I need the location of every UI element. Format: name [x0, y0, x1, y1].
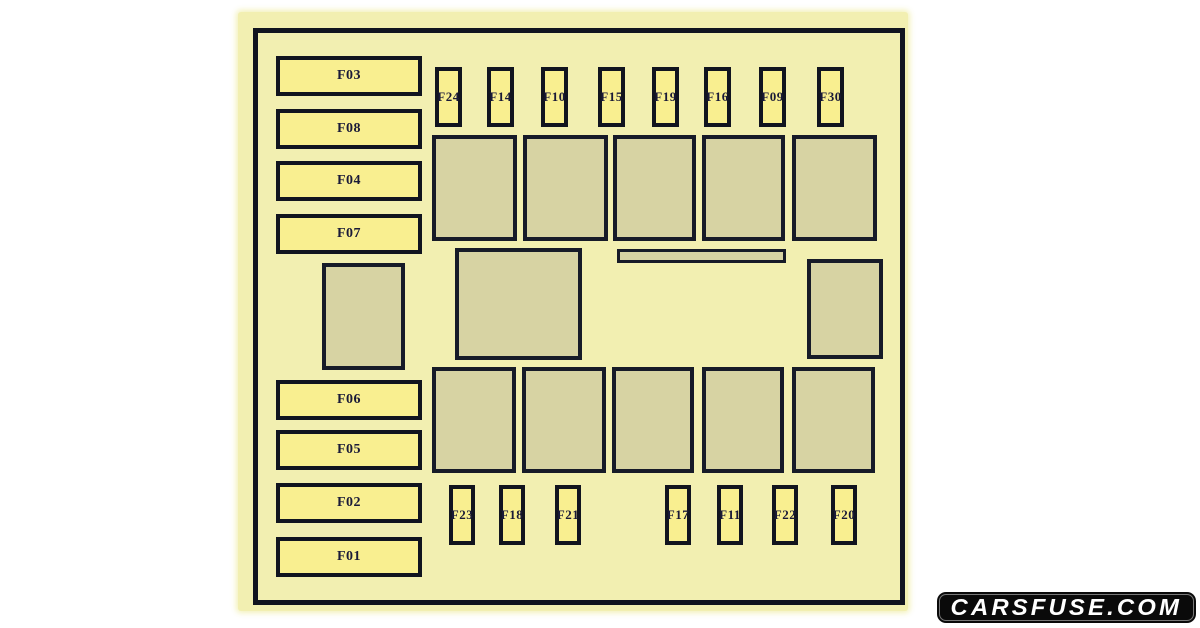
fuse-label: F07: [336, 226, 362, 241]
fuse-f20: F20: [831, 485, 857, 545]
fuse-label: F08: [336, 121, 362, 136]
fuse-f07: F07: [276, 214, 422, 254]
relay-box-top-5: [792, 135, 877, 241]
fuse-f02: F02: [276, 483, 422, 523]
relay-box-middle-large: [455, 248, 582, 360]
fuse-label: F02: [336, 495, 362, 510]
fuse-label: F05: [336, 442, 362, 457]
fuse-f05: F05: [276, 430, 422, 470]
fuse-f15: F15: [598, 67, 625, 127]
fuse-label: F20: [832, 507, 856, 522]
fuse-label: F03: [336, 68, 362, 83]
fuse-label: F01: [336, 549, 362, 564]
fuse-f18: F18: [499, 485, 525, 545]
fuse-f16: F16: [704, 67, 731, 127]
relay-box-middle-small: [322, 263, 405, 370]
fuse-f19: F19: [652, 67, 679, 127]
connector-bar: [617, 249, 786, 263]
fuse-label: F10: [543, 89, 566, 104]
fuse-f22: F22: [772, 485, 798, 545]
relay-box-top-2: [523, 135, 608, 241]
fuse-f10: F10: [541, 67, 568, 127]
fuse-label: F17: [666, 507, 690, 522]
fuse-label: F24: [437, 89, 460, 104]
relay-box-middle-right: [807, 259, 883, 359]
relay-box-top-4: [702, 135, 785, 241]
fuse-label: F19: [654, 89, 677, 104]
fuse-f30: F30: [817, 67, 844, 127]
fuse-f01: F01: [276, 537, 422, 577]
fuse-f08: F08: [276, 109, 422, 149]
watermark-badge: CARSFUSE.COM: [937, 592, 1196, 623]
fuse-label: F14: [489, 89, 512, 104]
fuse-f21: F21: [555, 485, 581, 545]
fuse-label: F11: [719, 507, 741, 522]
relay-box-bottom-4: [702, 367, 784, 473]
watermark-text: CARSFUSE.COM: [950, 594, 1183, 620]
fuse-label: F21: [556, 507, 580, 522]
fuse-label: F15: [600, 89, 623, 104]
fuse-label: F04: [336, 173, 362, 188]
fuse-label: F06: [336, 392, 362, 407]
fuse-f11: F11: [717, 485, 743, 545]
fuse-label: F09: [761, 89, 784, 104]
fuse-f14: F14: [487, 67, 514, 127]
fuse-f04: F04: [276, 161, 422, 201]
fuse-label: F18: [500, 507, 524, 522]
fuse-f09: F09: [759, 67, 786, 127]
fuse-label: F16: [706, 89, 729, 104]
fuse-label: F22: [773, 507, 797, 522]
fuse-f17: F17: [665, 485, 691, 545]
relay-box-bottom-5: [792, 367, 875, 473]
relay-box-bottom-2: [522, 367, 606, 473]
panel-frame-border: [253, 28, 905, 605]
relay-box-bottom-3: [612, 367, 694, 473]
fuse-f23: F23: [449, 485, 475, 545]
fuse-f24: F24: [435, 67, 462, 127]
fuse-f06: F06: [276, 380, 422, 420]
fuse-f03: F03: [276, 56, 422, 96]
relay-box-bottom-1: [432, 367, 516, 473]
relay-box-top-3: [613, 135, 696, 241]
fuse-label: F30: [819, 89, 842, 104]
fuse-label: F23: [450, 507, 474, 522]
relay-box-top-1: [432, 135, 517, 241]
